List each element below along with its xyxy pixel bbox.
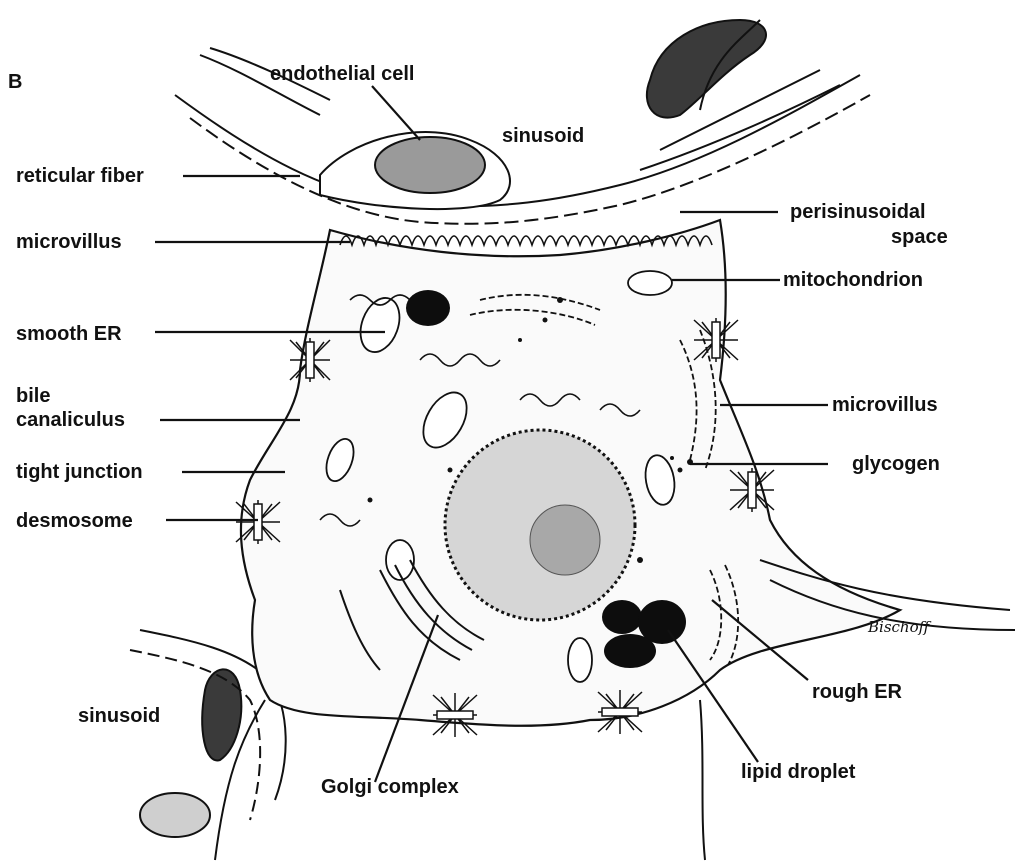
label-perisinusoidal-space-line1: perisinusoidal — [790, 201, 926, 223]
label-perisinusoidal-space-line2: space — [891, 226, 948, 248]
label-bile-canaliculus-line2: canaliculus — [16, 409, 125, 431]
label-sinusoid-top: sinusoid — [502, 125, 584, 147]
label-glycogen: glycogen — [852, 453, 940, 475]
label-tight-junction: tight junction — [16, 461, 143, 483]
label-endothelial-cell: endothelial cell — [270, 63, 414, 85]
label-smooth-er: smooth ER — [16, 323, 122, 345]
red-blood-cell-top — [647, 20, 766, 118]
label-golgi-complex: Golgi complex — [321, 776, 459, 798]
label-microvillus-right: microvillus — [832, 394, 938, 416]
label-desmosome: desmosome — [16, 510, 133, 532]
label-mitochondrion: mitochondrion — [783, 269, 923, 291]
red-blood-cell-bottom — [202, 669, 241, 760]
label-sinusoid-bottom: sinusoid — [78, 705, 160, 727]
dense-body — [406, 290, 450, 326]
label-reticular-fiber: reticular fiber — [16, 165, 144, 187]
panel-letter: B — [8, 71, 22, 93]
label-rough-er: rough ER — [812, 681, 903, 703]
label-microvillus-left: microvillus — [16, 231, 122, 253]
endothelial-cell-shape — [320, 132, 510, 209]
nucleus — [445, 430, 635, 620]
label-lipid-droplet: lipid droplet — [741, 761, 856, 783]
label-bile-canaliculus-line1: bile — [16, 385, 50, 407]
leader-endothelial-cell — [372, 86, 420, 140]
artist-signature: Bischoff — [867, 618, 932, 636]
